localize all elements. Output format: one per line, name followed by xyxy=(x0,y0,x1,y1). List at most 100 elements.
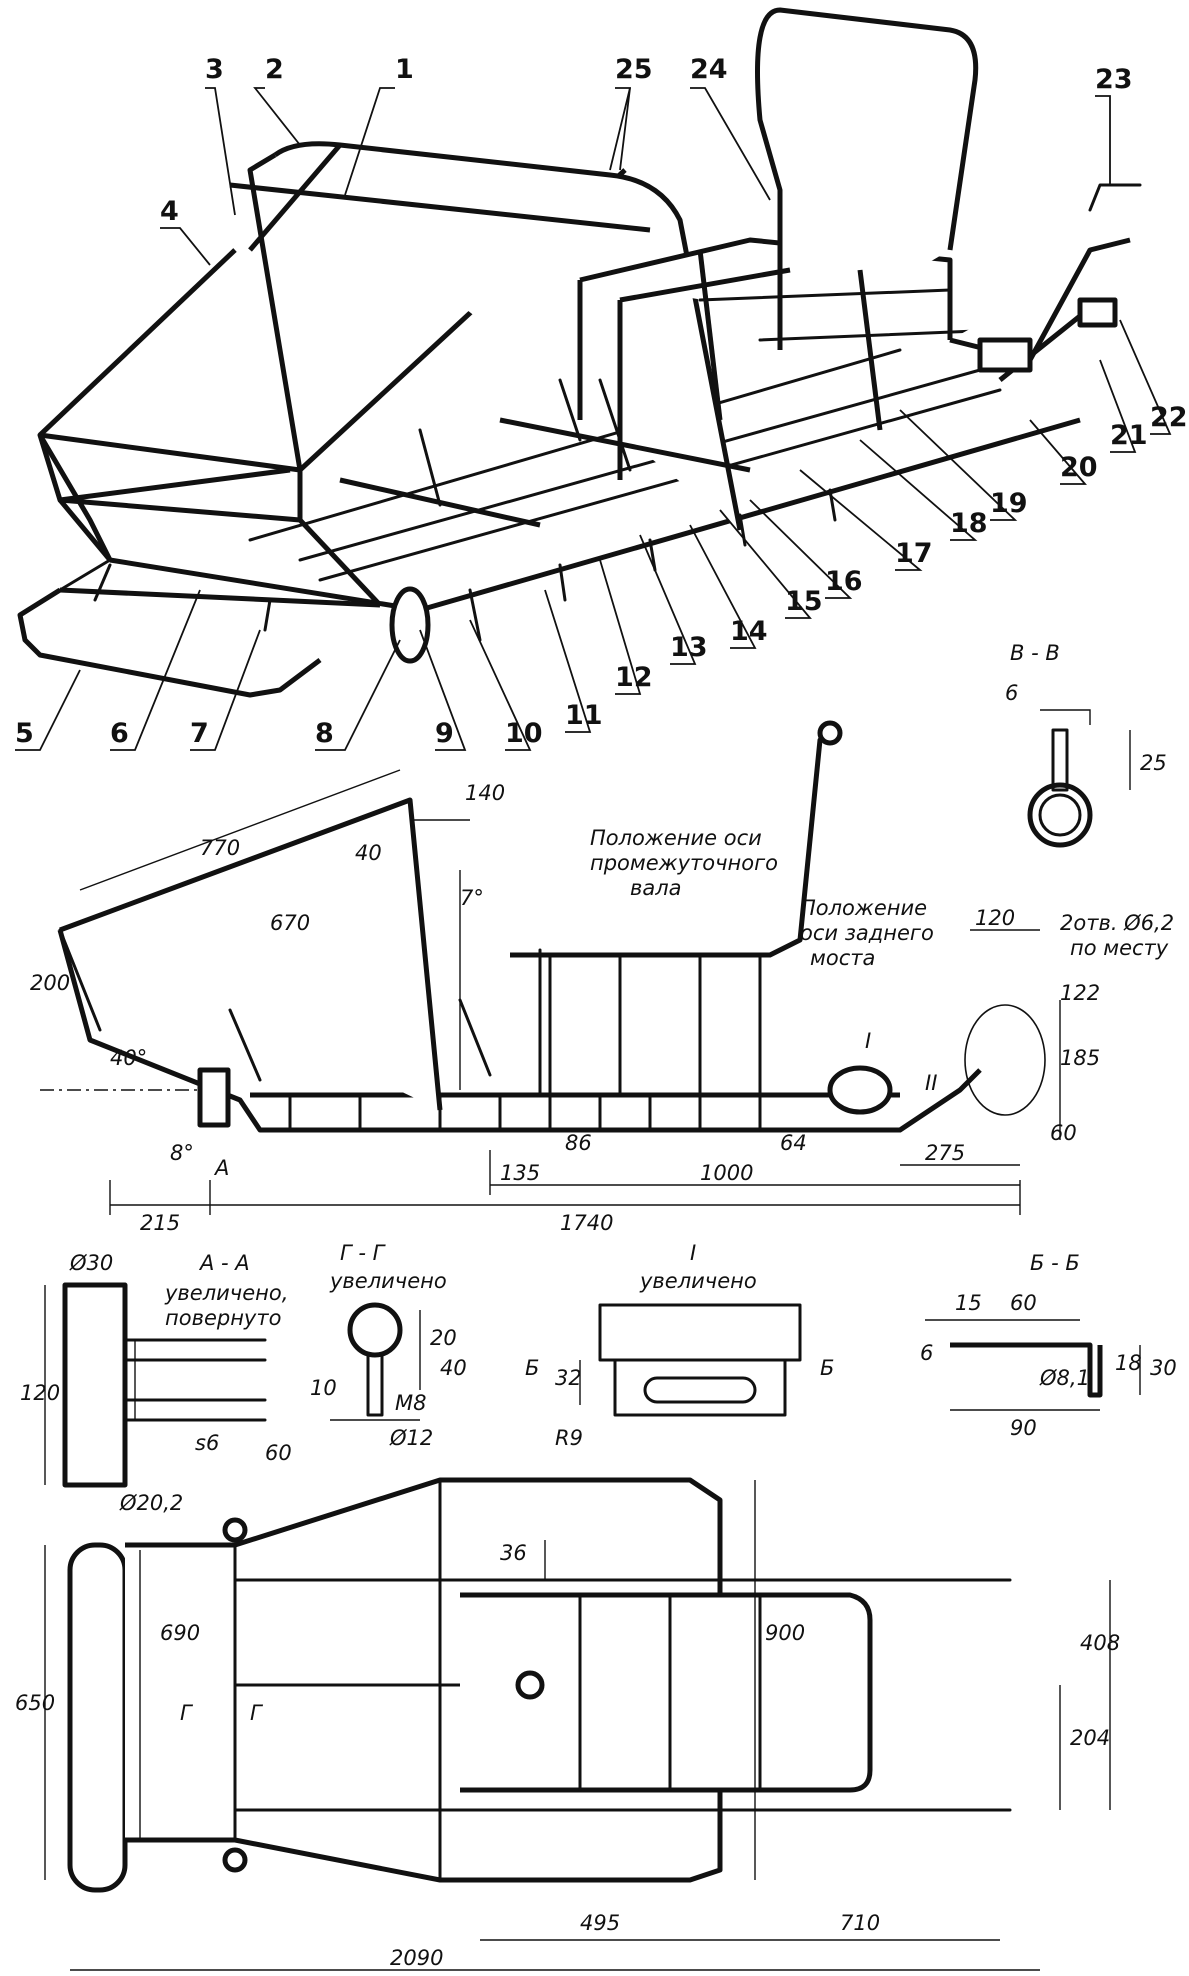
plan-dim-495: 495 xyxy=(580,1911,620,1935)
plan-mark-g-1: Г xyxy=(180,1701,194,1725)
callout-4: 4 xyxy=(160,196,179,227)
callout-25: 25 xyxy=(615,54,653,85)
section-aa-dim-d30: Ø30 xyxy=(69,1251,113,1275)
detail-i-dim-32: 32 xyxy=(555,1366,582,1390)
dim-770: 770 xyxy=(200,836,240,860)
callout-24: 24 xyxy=(690,54,728,85)
detail-i-dim-r9: R9 xyxy=(555,1426,583,1450)
detail-i-mark-1: Б xyxy=(525,1356,539,1380)
callout-3: 3 xyxy=(205,54,224,85)
callout-20: 20 xyxy=(1060,452,1098,483)
section-bb-dim-18: 18 xyxy=(1115,1351,1142,1375)
callout-2: 2 xyxy=(265,54,284,85)
callout-15: 15 xyxy=(785,586,823,617)
callout-10: 10 xyxy=(505,718,543,749)
dim-200: 200 xyxy=(30,971,70,995)
dim-1000: 1000 xyxy=(700,1161,753,1185)
detail-i-mark-2: Б xyxy=(820,1356,834,1380)
section-vv-dim-6: 6 xyxy=(1005,681,1018,705)
section-aa-sub-2: повернуто xyxy=(165,1306,281,1330)
section-gg-dim-40: 40 xyxy=(440,1356,467,1380)
label-section-a: A xyxy=(213,1156,229,1180)
section-gg-dim-m8: M8 xyxy=(395,1391,426,1415)
plan-dim-204: 204 xyxy=(1070,1726,1110,1750)
section-bb-title: Б - Б xyxy=(1030,1251,1080,1275)
section-bb-dim-60: 60 xyxy=(1010,1291,1037,1315)
isometric-view xyxy=(17,7,1142,698)
plan-dim-2090: 2090 xyxy=(390,1946,443,1970)
callout-1: 1 xyxy=(395,54,414,85)
dim-140: 140 xyxy=(465,781,505,805)
dim-120: 120 xyxy=(975,906,1015,930)
dim-670: 670 xyxy=(270,911,310,935)
section-aa-dim-d20: Ø20,2 xyxy=(119,1491,183,1515)
section-aa: А - А увеличено, повернуто Ø30 120 60 s6… xyxy=(20,1251,292,1515)
section-gg-sub: увеличено xyxy=(329,1269,447,1293)
section-gg: Г - Г увеличено 20 40 10 M8 Ø12 xyxy=(310,1241,467,1450)
callout-7: 7 xyxy=(190,718,209,749)
dim-60: 60 xyxy=(1050,1121,1077,1145)
callout-14: 14 xyxy=(730,616,768,647)
callout-23: 23 xyxy=(1095,64,1133,95)
side-view xyxy=(40,720,1061,1215)
section-bb-dim-d8: Ø8,1 xyxy=(1039,1366,1090,1390)
label-shaft-axis-3: вала xyxy=(630,876,682,900)
callout-9: 9 xyxy=(435,718,454,749)
plan-dim-900: 900 xyxy=(765,1621,805,1645)
label-detail-ii: II xyxy=(925,1071,937,1095)
dim-185: 185 xyxy=(1060,1046,1100,1070)
dim-7deg: 7° xyxy=(460,886,484,910)
side-view-dimensions: 770 140 40 7° 670 200 40° 8° 215 1740 13… xyxy=(30,781,1174,1235)
section-aa-dim-60: 60 xyxy=(265,1441,292,1465)
plan-dim-650: 650 xyxy=(15,1691,55,1715)
section-aa-title: А - А xyxy=(198,1251,250,1275)
label-shaft-axis-1: Положение оси xyxy=(590,826,762,850)
dim-122: 122 xyxy=(1060,981,1100,1005)
callout-11: 11 xyxy=(565,700,603,731)
plan-dim-408: 408 xyxy=(1080,1631,1120,1655)
dim-1740: 1740 xyxy=(560,1211,613,1235)
section-gg-title: Г - Г xyxy=(340,1241,387,1265)
detail-i-title: I xyxy=(690,1241,696,1265)
section-vv-title: В - В xyxy=(1010,641,1060,665)
section-bb-dim-30: 30 xyxy=(1150,1356,1177,1380)
section-bb-dim-90: 90 xyxy=(1010,1416,1037,1440)
callout-5: 5 xyxy=(15,718,34,749)
label-holes-1: 2отв. Ø6,2 xyxy=(1060,911,1174,935)
section-gg-dim-10: 10 xyxy=(310,1376,337,1400)
detail-i-sub: увеличено xyxy=(639,1269,757,1293)
section-aa-sub-1: увеличено, xyxy=(164,1281,288,1305)
label-rear-axle-2: оси заднего xyxy=(800,921,934,945)
section-gg-dim-d12: Ø12 xyxy=(389,1426,433,1450)
callout-6: 6 xyxy=(110,718,129,749)
dim-40: 40 xyxy=(355,841,382,865)
dim-215: 215 xyxy=(140,1211,180,1235)
callout-12: 12 xyxy=(615,662,653,693)
plan-dim-710: 710 xyxy=(840,1911,880,1935)
section-vv: В - В 6 25 xyxy=(1005,641,1167,848)
dim-64: 64 xyxy=(780,1131,807,1155)
detail-i: I увеличено 32 R9 Б Б xyxy=(525,1241,834,1450)
callout-22: 22 xyxy=(1150,402,1188,433)
label-rear-axle-3: моста xyxy=(810,946,875,970)
section-bb: Б - Б 15 60 6 18 30 Ø8,1 90 xyxy=(920,1251,1177,1440)
dim-275: 275 xyxy=(925,1141,965,1165)
section-aa-dim-s6: s6 xyxy=(195,1431,219,1455)
label-detail-i: I xyxy=(865,1029,871,1053)
plan-dim-36: 36 xyxy=(500,1541,527,1565)
plan-view: 36 690 650 900 408 204 495 710 2090 Г Г xyxy=(15,1477,1120,1971)
callout-8: 8 xyxy=(315,718,334,749)
dim-8deg: 8° xyxy=(170,1141,194,1165)
section-gg-dim-20: 20 xyxy=(430,1326,457,1350)
label-holes-2: по месту xyxy=(1070,936,1169,960)
section-bb-dim-15: 15 xyxy=(955,1291,982,1315)
plan-dim-690: 690 xyxy=(160,1621,200,1645)
dim-40deg: 40° xyxy=(110,1046,147,1070)
plan-mark-g-2: Г xyxy=(250,1701,264,1725)
section-vv-dim-25: 25 xyxy=(1140,751,1167,775)
label-rear-axle-1: Положение xyxy=(800,896,927,920)
label-shaft-axis-2: промежуточного xyxy=(590,851,778,875)
section-bb-dim-6: 6 xyxy=(920,1341,933,1365)
dim-86: 86 xyxy=(565,1131,592,1155)
